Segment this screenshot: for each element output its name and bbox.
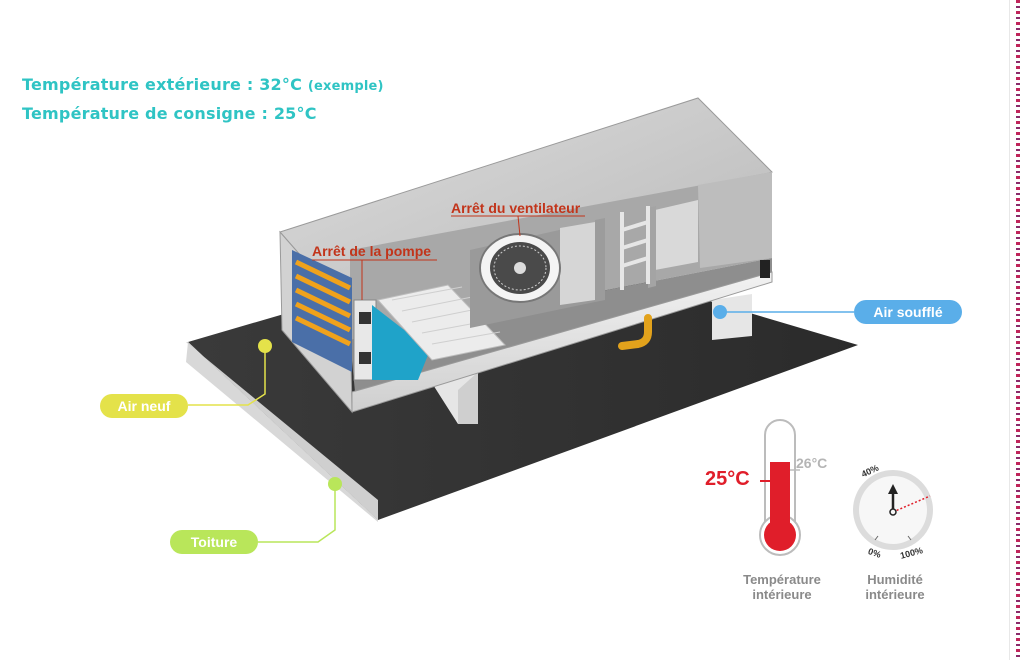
drain-pipe: [618, 314, 652, 350]
exterior-temperature-text: Température extérieure : 32°C: [22, 75, 303, 94]
indoor-humidity-caption-line1: Humidité: [867, 572, 923, 587]
roof-label: Toiture: [170, 530, 258, 554]
current-temperature-value: 25°C: [705, 468, 750, 490]
example-note: (exemple): [307, 79, 384, 94]
callout-lines: [188, 215, 854, 543]
page-edge-stripe: [1016, 0, 1020, 660]
indoor-temperature-caption-line2: intérieure: [752, 587, 812, 602]
page-edge-line: [1009, 0, 1010, 660]
indoor-temperature-caption: Température intérieure: [732, 572, 832, 602]
fresh-air-label: Air neuf: [100, 394, 188, 418]
indoor-temperature-caption-line1: Température: [743, 572, 821, 587]
supply-air-label: Air soufflé: [854, 300, 962, 324]
indoor-humidity-caption-line2: intérieure: [865, 587, 925, 602]
filter-panel: [377, 284, 506, 361]
pump-stop-label: Arrêt de la pompe: [312, 243, 432, 259]
heater-ladder: [620, 206, 650, 290]
coil-section: [292, 250, 430, 381]
exterior-temperature-line: Température extérieure : 32°C (exemple): [22, 75, 384, 94]
indoor-humidity-caption: Humidité intérieure: [850, 572, 940, 602]
thermometer: [759, 419, 801, 556]
hygrometer: [853, 470, 933, 550]
fan-stop-label: Arrêt du ventilateur: [451, 200, 581, 216]
fan: [470, 222, 595, 328]
target-temperature-value: 26°C: [796, 455, 828, 471]
setpoint-temperature-line: Température de consigne : 25°C: [22, 104, 317, 123]
